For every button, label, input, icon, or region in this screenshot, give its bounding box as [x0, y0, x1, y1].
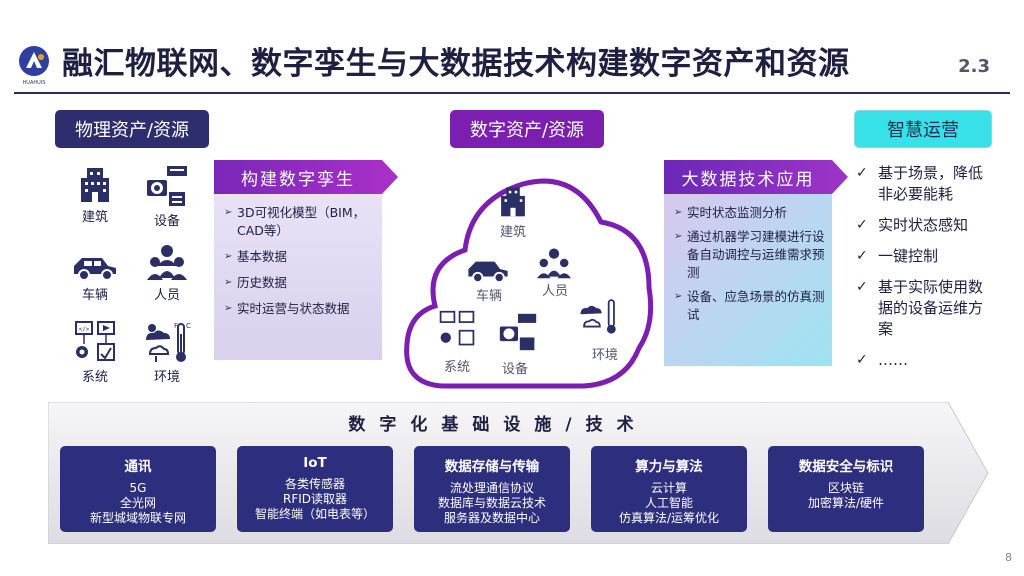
- cloud-label-people: 人员: [541, 284, 568, 299]
- physical-item-vehicle: 车辆: [60, 252, 130, 303]
- infra-card-line: 数据库与数据云技术: [437, 496, 546, 510]
- svg-text:C: C: [186, 322, 191, 330]
- infra-card-title: 数据存储与传输: [444, 459, 540, 475]
- physical-item-building: 建筑: [60, 164, 130, 225]
- big-data-item: 实时状态监测分析: [674, 204, 826, 222]
- cloud-label-vehicle: 车辆: [475, 289, 502, 304]
- physical-item-label: 设备: [153, 214, 180, 229]
- digital-assets-cloud: 建筑 车辆 人员 系统 设备 环境: [403, 158, 656, 390]
- page-title: 融汇物联网、数字孪生与大数据技术构建数字资产和资源: [62, 46, 850, 82]
- logo-text: HUAHUIS: [23, 80, 46, 86]
- svg-text:</>: </>: [79, 326, 90, 333]
- digital-twin-title: 构建数字孪生: [214, 160, 398, 194]
- infra-card-communication: 通讯 5G 全光网 新型城域物联专网: [60, 446, 216, 532]
- big-data-item: 通过机器学习建模进行设备自动调控与运维需求预测: [674, 228, 826, 282]
- digital-twin-list: 3D可视化模型（BIM，CAD等） 基本数据 历史数据 实时运营与状态数据: [224, 204, 374, 318]
- smart-operation-item: 一键控制: [856, 246, 996, 267]
- big-data-list: 实时状态监测分析 通过机器学习建模进行设备自动调控与运维需求预测 设备、应急场景…: [674, 204, 826, 324]
- infra-card-line: 全光网: [119, 496, 156, 510]
- infra-card-data-security: 数据安全与标识 区块链 加密算法/硬件: [768, 446, 924, 532]
- vehicle-icon: [74, 258, 116, 281]
- section-number: 2.3: [958, 56, 990, 77]
- physical-item-environment: F C 环境: [132, 320, 202, 385]
- physical-item-system: </> 系统: [60, 320, 130, 385]
- digital-infrastructure-banner: 数字化基础设施/技术 通讯 5G 全光网 新型城域物联专网 IoT 各类传感器 …: [48, 402, 990, 544]
- digital-twin-body: 3D可视化模型（BIM，CAD等） 基本数据 历史数据 实时运营与状态数据: [214, 194, 382, 360]
- infra-card-line: 区块链: [827, 481, 864, 495]
- physical-item-label: 车辆: [81, 288, 108, 303]
- infra-card-line: RFID读取器: [282, 492, 348, 506]
- physical-assets-grid: 建筑 设备 车辆 人员: [60, 160, 210, 390]
- smart-operation-list: 基于场景，降低非必要能耗 实时状态感知 一键控制 基于实际使用数据的设备运维方案…: [856, 163, 996, 381]
- physical-item-people: 人员: [132, 242, 202, 303]
- smart-operation-label: 智慧运营: [854, 110, 992, 148]
- cloud-outline: [404, 178, 654, 389]
- title-divider: [14, 92, 1010, 94]
- physical-item-label: 系统: [81, 370, 108, 385]
- infra-card-title: 通讯: [124, 459, 152, 475]
- infra-card-line: 5G: [129, 481, 147, 495]
- infra-card-line: 加密算法/硬件: [807, 496, 885, 510]
- digital-twin-item: 历史数据: [224, 274, 374, 292]
- infra-card-line: 人工智能: [644, 496, 693, 510]
- building-icon: [501, 187, 525, 217]
- company-logo: HUAHUIS: [19, 46, 49, 86]
- infra-card-line: 仿真算法/运筹优化: [618, 511, 720, 525]
- big-data-block: 大数据技术应用 实时状态监测分析 通过机器学习建模进行设备自动调控与运维需求预测…: [664, 160, 848, 366]
- infra-card-line: 云计算: [650, 481, 687, 495]
- svg-text:F: F: [174, 322, 178, 330]
- infra-card-title: IoT: [303, 455, 327, 471]
- physical-item-label: 环境: [153, 370, 180, 385]
- people-icon: [537, 248, 571, 279]
- system-icon: </>: [75, 321, 115, 361]
- physical-item-label: 人员: [153, 288, 180, 303]
- digital-twin-item: 实时运营与状态数据: [224, 300, 374, 318]
- environment-icon: F C: [146, 322, 191, 362]
- infra-card-line: 新型城域物联专网: [89, 511, 186, 525]
- big-data-item: 设备、应急场景的仿真测试: [674, 288, 826, 324]
- physical-item-equipment: 设备: [132, 164, 202, 229]
- infra-card-line: 服务器及数据中心: [443, 511, 540, 525]
- infra-card-line: 流处理通信协议: [449, 481, 534, 495]
- infra-card-title: 算力与算法: [635, 459, 703, 475]
- equipment-icon: [147, 166, 187, 206]
- digital-twin-block: 构建数字孪生 3D可视化模型（BIM，CAD等） 基本数据 历史数据 实时运营与…: [214, 160, 398, 360]
- infra-card-computing: 算力与算法 云计算 人工智能 仿真算法/运筹优化: [591, 446, 747, 532]
- infra-card-iot: IoT 各类传感器 RFID读取器 智能终端（如电表等）: [237, 446, 393, 532]
- cloud-label-equipment: 设备: [501, 362, 528, 377]
- building-icon: [81, 168, 109, 202]
- environment-icon: [580, 299, 616, 334]
- physical-assets-label: 物理资产/资源: [55, 110, 209, 148]
- infra-card-line: 智能终端（如电表等）: [254, 507, 375, 521]
- infra-card-line: 各类传感器: [284, 477, 345, 491]
- equipment-icon: [499, 313, 537, 351]
- big-data-title: 大数据技术应用: [664, 160, 848, 194]
- smart-operation-item: 基于实际使用数据的设备运维方案: [856, 277, 996, 340]
- digital-assets-label: 数字资产/资源: [450, 110, 604, 148]
- page-number: 8: [1005, 551, 1012, 564]
- smart-operation-item: ……: [856, 350, 996, 371]
- infrastructure-title: 数字化基础设施/技术: [348, 415, 648, 435]
- digital-twin-item: 基本数据: [224, 248, 374, 266]
- infra-card-data-storage: 数据存储与传输 流处理通信协议 数据库与数据云技术 服务器及数据中心: [414, 446, 570, 532]
- system-icon: [439, 310, 475, 346]
- infra-card-title: 数据安全与标识: [798, 459, 894, 475]
- cloud-label-environment: 环境: [591, 348, 618, 363]
- cloud-label-system: 系统: [443, 360, 470, 375]
- vehicle-icon: [468, 261, 508, 284]
- people-icon: [147, 245, 187, 280]
- smart-operation-item: 基于场景，降低非必要能耗: [856, 163, 996, 205]
- physical-item-label: 建筑: [81, 210, 108, 225]
- digital-twin-item: 3D可视化模型（BIM，CAD等）: [224, 204, 374, 240]
- big-data-body: 实时状态监测分析 通过机器学习建模进行设备自动调控与运维需求预测 设备、应急场景…: [664, 194, 832, 366]
- cloud-label-building: 建筑: [499, 225, 526, 240]
- smart-operation-item: 实时状态感知: [856, 215, 996, 236]
